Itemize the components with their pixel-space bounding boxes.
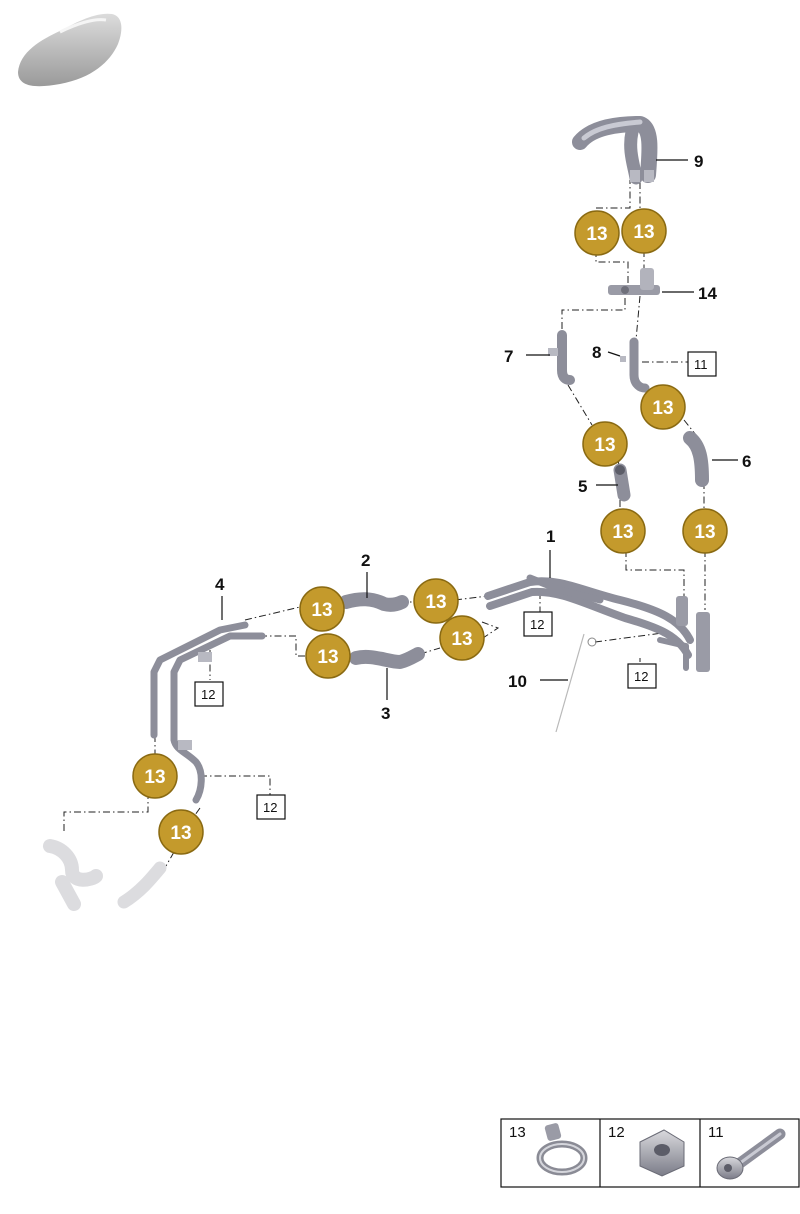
hose-3 bbox=[349, 647, 425, 669]
part-label-10: 10 bbox=[508, 672, 527, 691]
nut-icon bbox=[639, 1129, 685, 1177]
clamp-badge-label: 13 bbox=[144, 767, 165, 788]
pipe-4 bbox=[150, 621, 266, 804]
clamp-badge-label: 13 bbox=[652, 398, 673, 419]
hose-7 bbox=[548, 330, 575, 385]
clamp-badge-13: 13 bbox=[439, 615, 485, 661]
legend-number-13: 13 bbox=[509, 1124, 526, 1141]
part-label-7: 7 bbox=[504, 347, 513, 366]
box-label-12-d: 12 bbox=[256, 794, 286, 820]
hose-6 bbox=[683, 431, 709, 487]
box-label-12-a: 12 bbox=[523, 611, 553, 637]
svg-text:12: 12 bbox=[530, 617, 544, 632]
legend-number-11: 11 bbox=[708, 1124, 724, 1141]
part-label-9: 9 bbox=[694, 152, 703, 171]
clamp-badge-13: 13 bbox=[305, 633, 351, 679]
bolt-icon bbox=[716, 1128, 786, 1180]
boxed-labels: 11 12 12 12 12 bbox=[194, 351, 717, 820]
legend-number-12: 12 bbox=[608, 1124, 625, 1141]
hose-5 bbox=[613, 463, 631, 502]
clamp-badge-label: 13 bbox=[311, 600, 332, 621]
clamp-badge-13: 13 bbox=[582, 421, 628, 467]
pipe-10 bbox=[555, 633, 597, 733]
box-label-12-b: 12 bbox=[627, 663, 657, 689]
part-label-2: 2 bbox=[361, 551, 370, 570]
clamp-badge-13: 13 bbox=[574, 210, 620, 256]
clamp-badge-13: 13 bbox=[158, 809, 204, 855]
part-label-1: 1 bbox=[546, 527, 555, 546]
clamp-badge-label: 13 bbox=[170, 823, 191, 844]
pipe-9 bbox=[572, 116, 658, 185]
clamp-badge-label: 13 bbox=[612, 522, 633, 543]
pipe-1 bbox=[484, 574, 710, 672]
clamp-badge-13: 13 bbox=[132, 753, 178, 799]
svg-text:12: 12 bbox=[634, 669, 648, 684]
clamp-badge-13: 13 bbox=[640, 384, 686, 430]
clamp-badge-label: 13 bbox=[586, 224, 607, 245]
part-label-3: 3 bbox=[381, 704, 390, 723]
clamp-badge-13: 13 bbox=[299, 586, 345, 632]
legend-table: 13 12 11 bbox=[500, 1118, 800, 1188]
clamp-badge-label: 13 bbox=[694, 522, 715, 543]
car-silhouette-icon bbox=[18, 13, 122, 87]
bracket-14 bbox=[608, 268, 660, 295]
clamp-badge-label: 13 bbox=[317, 647, 338, 668]
clamp-badge-label: 13 bbox=[451, 629, 472, 650]
part-label-4: 4 bbox=[215, 575, 225, 594]
svg-text:11: 11 bbox=[694, 357, 708, 372]
clamp-badge-13: 13 bbox=[621, 208, 667, 254]
part-label-8: 8 bbox=[592, 343, 601, 362]
box-label-11: 11 bbox=[687, 351, 717, 377]
part-label-5: 5 bbox=[578, 477, 587, 496]
clamp-badge-13: 13 bbox=[413, 578, 459, 624]
ghost-hoses bbox=[43, 839, 167, 911]
hose-clamp-icon bbox=[536, 1123, 588, 1176]
hose-8 bbox=[620, 337, 650, 393]
clamp-badge-label: 13 bbox=[425, 592, 446, 613]
leader-lines bbox=[221, 159, 738, 700]
clamp-badge-label: 13 bbox=[633, 222, 654, 243]
clamp-badge-13: 13 bbox=[682, 508, 728, 554]
hose-2 bbox=[339, 592, 409, 612]
svg-text:12: 12 bbox=[263, 800, 277, 815]
svg-text:12: 12 bbox=[201, 687, 215, 702]
part-label-6: 6 bbox=[742, 452, 751, 471]
box-label-12-c: 12 bbox=[194, 681, 224, 707]
clamp-badge-label: 13 bbox=[594, 435, 615, 456]
part-label-14: 14 bbox=[698, 284, 717, 303]
clamp-badge-13: 13 bbox=[600, 508, 646, 554]
part-labels: 9 14 7 8 6 5 1 2 3 4 10 bbox=[215, 152, 751, 723]
